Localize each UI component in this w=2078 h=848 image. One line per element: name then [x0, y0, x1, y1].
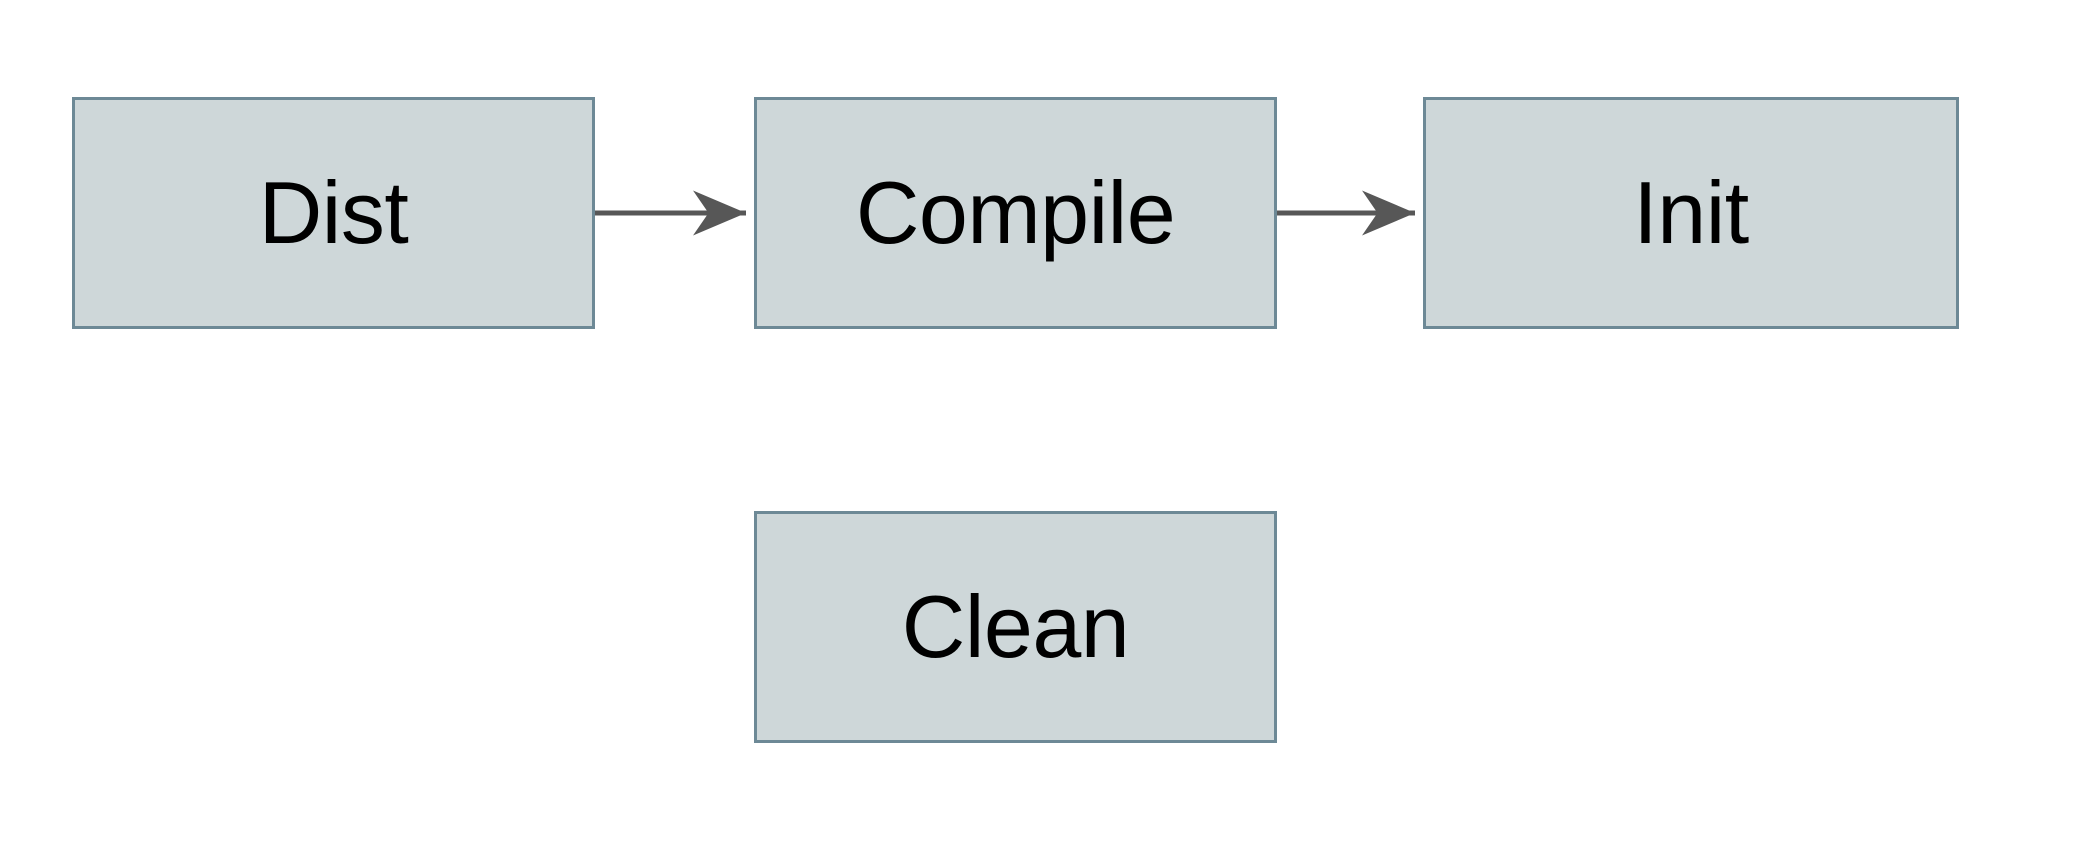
node-dist[interactable]: Dist [72, 97, 595, 329]
node-dist-label: Dist [258, 163, 409, 262]
node-clean-label: Clean [901, 577, 1130, 676]
node-init[interactable]: Init [1423, 97, 1959, 329]
node-clean[interactable]: Clean [754, 511, 1277, 743]
node-compile-label: Compile [855, 163, 1176, 262]
node-init-label: Init [1633, 163, 1749, 262]
node-compile[interactable]: Compile [754, 97, 1277, 329]
